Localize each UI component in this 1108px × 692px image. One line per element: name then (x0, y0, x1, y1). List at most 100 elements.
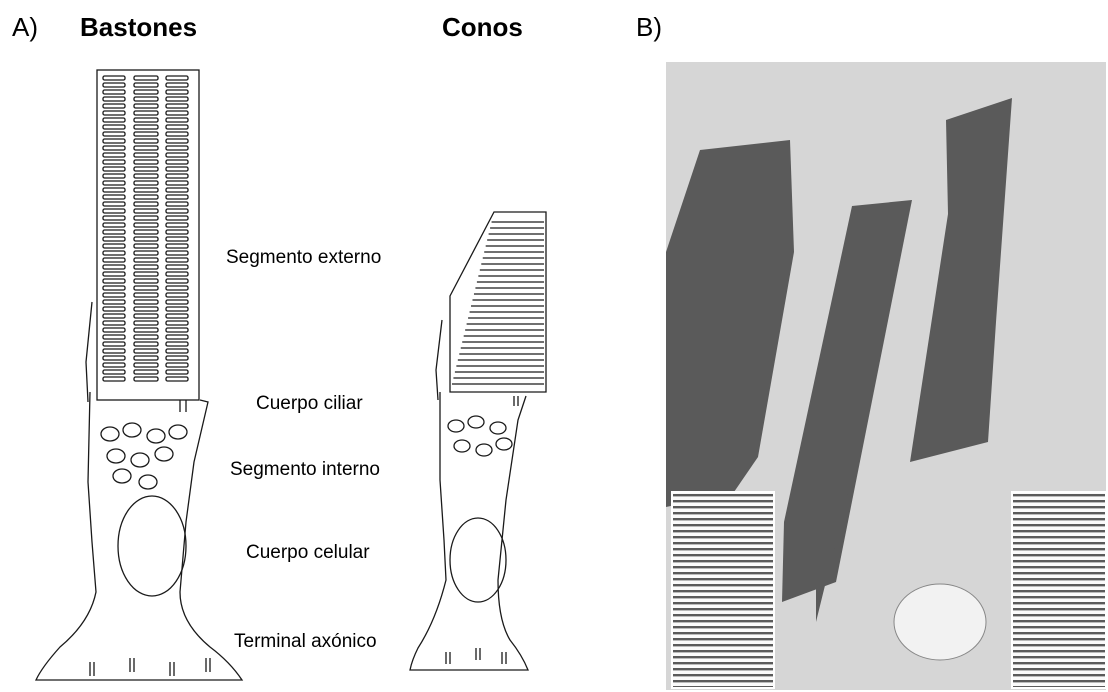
rod-disc (166, 370, 188, 374)
rod-disc (166, 188, 188, 192)
rod-disc (134, 209, 158, 213)
rod-disc (103, 377, 125, 381)
cone-synaptic-ribbon (502, 652, 506, 664)
rod-disc (166, 335, 188, 339)
rod-disc (103, 251, 125, 255)
rod-disc (134, 167, 158, 171)
rod-disc (166, 307, 188, 311)
rod-disc (134, 286, 158, 290)
rod-disc (134, 132, 158, 136)
rod-disc (134, 237, 158, 241)
rod-disc (134, 377, 158, 381)
rod-disc (166, 139, 188, 143)
rod-disc (134, 139, 158, 143)
rod-disc (134, 202, 158, 206)
rod-disc (134, 146, 158, 150)
cone-synaptic-ribbon (476, 648, 480, 660)
panel-b-letter: B) (636, 14, 662, 40)
rod-disc (134, 76, 158, 80)
label-cell-body: Cuerpo celular (246, 543, 370, 562)
rod-disc (103, 349, 125, 353)
cone-nucleus (450, 518, 506, 602)
rod-disc (134, 244, 158, 248)
rod-disc (103, 321, 125, 325)
rod-mitochondrion (139, 475, 157, 489)
rod-disc (134, 328, 158, 332)
rod-disc (103, 76, 125, 80)
cones-title: Conos (442, 14, 523, 40)
rod-disc (166, 356, 188, 360)
cone-mitochondrion (476, 444, 492, 456)
rod-disc (134, 251, 158, 255)
cone-mitochondrion (496, 438, 512, 450)
rod-mitochondrion (113, 469, 131, 483)
rod-disc (166, 125, 188, 129)
rod-disc (103, 202, 125, 206)
rod-disc (134, 335, 158, 339)
rod-disc (103, 146, 125, 150)
rod-disc (103, 216, 125, 220)
rod-disc (103, 174, 125, 178)
rod-disc (166, 160, 188, 164)
rod-disc (134, 216, 158, 220)
rod-mitochondrion (147, 429, 165, 443)
rod-disc (103, 188, 125, 192)
rod-disc (103, 90, 125, 94)
rod-disc (134, 160, 158, 164)
rod-mitochondrion (101, 427, 119, 441)
cone-outer-segment (450, 212, 546, 392)
rod-disc (103, 363, 125, 367)
rod-disc (103, 370, 125, 374)
rod-mitochondrion (169, 425, 187, 439)
rod-disc (134, 363, 158, 367)
rod-disc (166, 293, 188, 297)
panel-a-letter: A) (12, 14, 38, 40)
cone-synaptic-ribbon (446, 652, 450, 664)
rod-disc (166, 83, 188, 87)
rod-disc (166, 111, 188, 115)
rod-disc (134, 342, 158, 346)
rod-disc (134, 118, 158, 122)
rod-synaptic-ribbon (130, 658, 134, 672)
rod-disc (134, 195, 158, 199)
rod-disc (134, 230, 158, 234)
rod-disc (166, 328, 188, 332)
rod-mitochondrion (155, 447, 173, 461)
rod-disc (166, 230, 188, 234)
rod-disc (103, 118, 125, 122)
rod-disc (134, 111, 158, 115)
rod-disc (166, 286, 188, 290)
rod-mitochondrion (123, 423, 141, 437)
cone-mitochondrion (468, 416, 484, 428)
rod-disc (134, 83, 158, 87)
rod-nucleus (118, 496, 186, 596)
rod-disc (166, 251, 188, 255)
rod-disc (166, 237, 188, 241)
rod-disc (166, 223, 188, 227)
rod-disc (134, 153, 158, 157)
rod-outer-segment (97, 70, 199, 400)
rod-disc (166, 146, 188, 150)
inset-left (672, 492, 774, 688)
rods-title: Bastones (80, 14, 197, 40)
rod-disc (103, 237, 125, 241)
rod-mitochondrion (131, 453, 149, 467)
rod-disc (103, 209, 125, 213)
rod-disc (134, 265, 158, 269)
rod-disc (134, 90, 158, 94)
rod-disc (166, 300, 188, 304)
rod-disc (134, 125, 158, 129)
rod-disc (103, 272, 125, 276)
rod-disc (166, 349, 188, 353)
rod-disc (166, 118, 188, 122)
rod-disc (166, 174, 188, 178)
rod-disc (134, 370, 158, 374)
rod-cilium (180, 400, 186, 412)
rod-disc (103, 195, 125, 199)
rod-disc (166, 76, 188, 80)
rod-cell-illustration (30, 62, 260, 692)
rod-disc (103, 125, 125, 129)
rod-disc (103, 300, 125, 304)
rod-disc (166, 244, 188, 248)
rod-disc (103, 244, 125, 248)
